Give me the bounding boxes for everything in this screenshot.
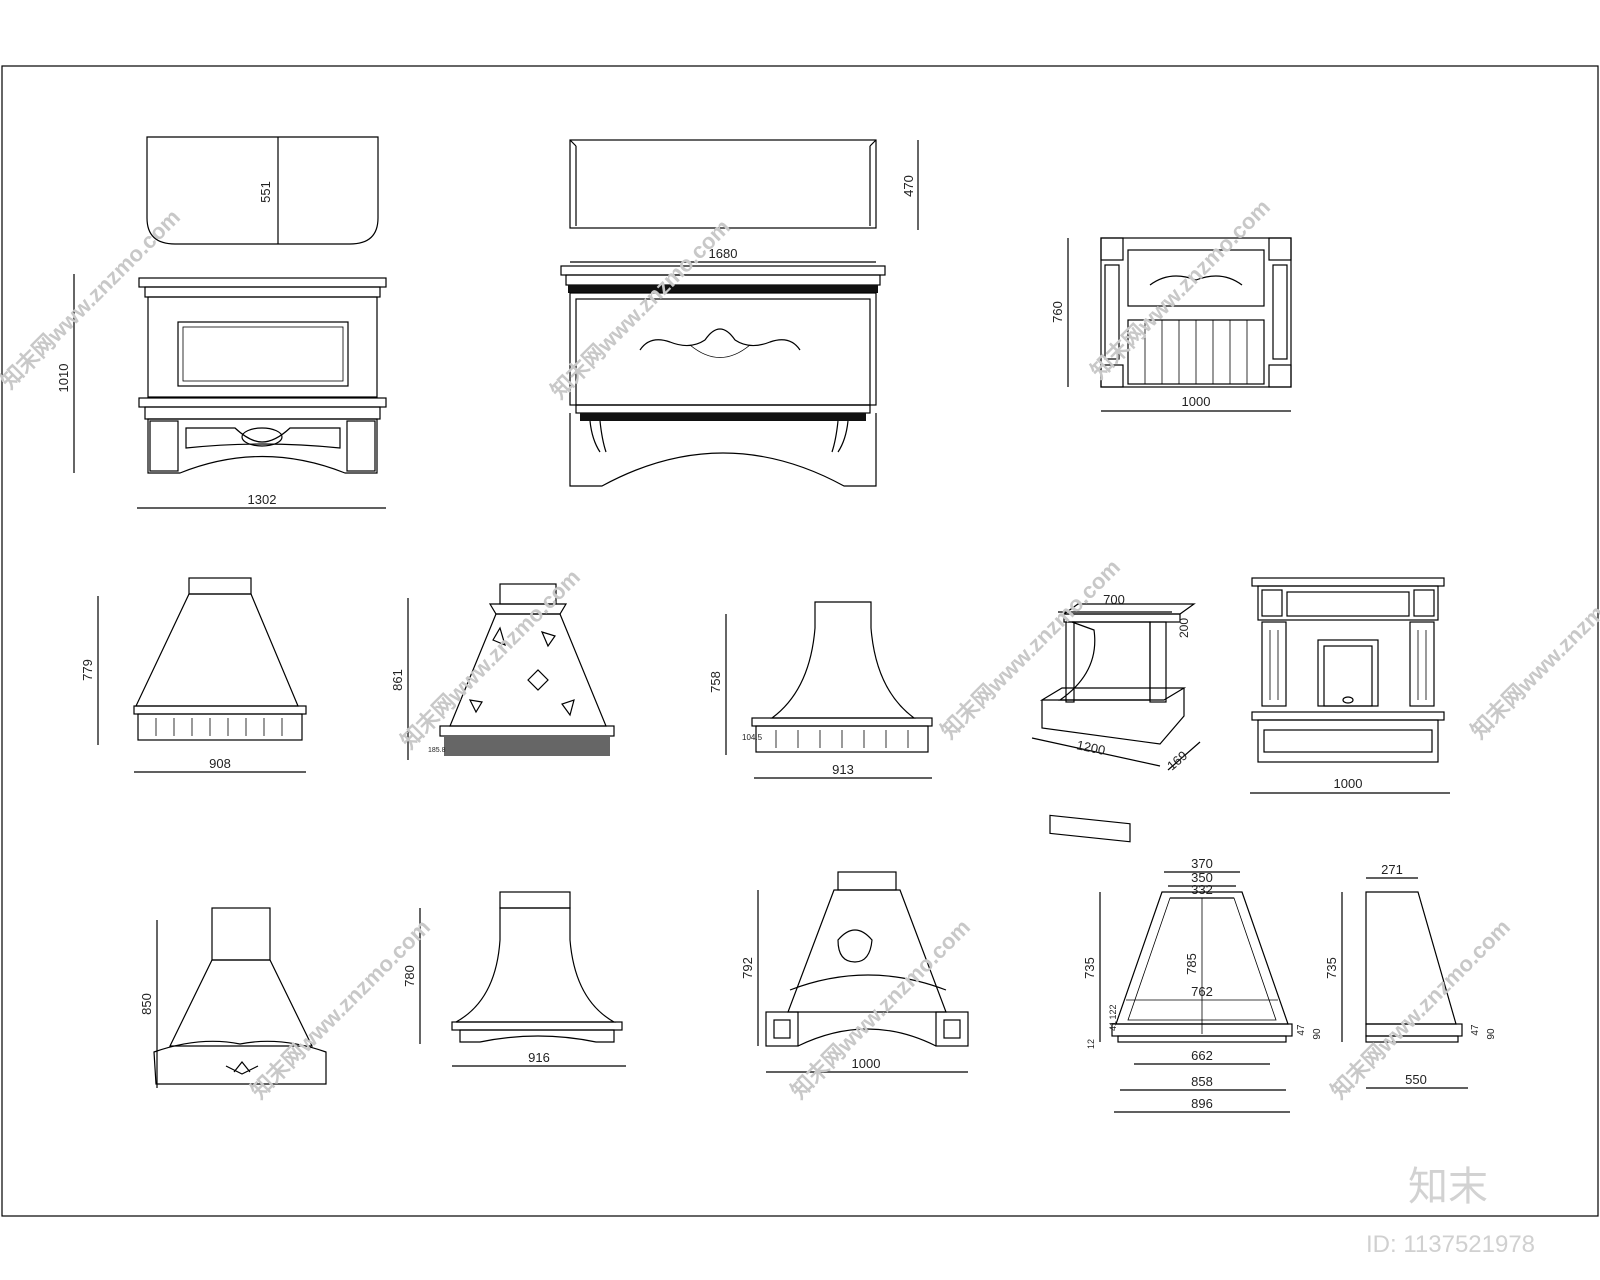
sheet-border — [1, 65, 1599, 1217]
brand-logo: 知末 — [1408, 1165, 1488, 1209]
dim-r1-height: 1010 — [56, 364, 71, 393]
dim-r2d-side: 200 — [1177, 618, 1191, 638]
hood-2-elevation — [560, 265, 886, 487]
dim-r2c-width: 913 — [832, 762, 854, 777]
dim-r3b-height: 780 — [402, 965, 417, 987]
dim-r3d-small1: 122 — [1108, 1004, 1118, 1019]
dim-r1-width: 1302 — [248, 492, 277, 507]
dim-r2b-small: 185.8 — [428, 747, 446, 754]
dim-r2c-height: 758 — [708, 671, 723, 693]
dim-r3d-top1: 370 — [1191, 856, 1213, 871]
watermark: 知末网www.znzmo.com — [1466, 554, 1600, 743]
dim-r2d-width: 1200 — [1075, 737, 1106, 758]
dim-r3d-small2: 41 — [1108, 1021, 1118, 1031]
hood-8-elevation: 1000 — [1250, 577, 1450, 794]
dim-r3d-r2: 90 — [1312, 1028, 1323, 1040]
dim-r1b-plan-depth: 470 — [901, 175, 916, 197]
dim-r3d-inner-h: 785 — [1184, 953, 1199, 975]
dim-r3d-small3: 12 — [1086, 1039, 1096, 1049]
dim-r3e-height: 735 — [1324, 957, 1339, 979]
hood-2-plan: 470 1680 — [569, 139, 919, 263]
hood-4-elevation: 779 908 — [80, 577, 307, 773]
dim-r2a-width: 908 — [209, 756, 231, 771]
dim-r3d-top2: 350 — [1191, 870, 1213, 885]
watermark: 知末网www.znzmo.com — [1086, 194, 1275, 383]
dim-r3c-height: 792 — [740, 957, 755, 979]
dim-r3d-b3: 896 — [1191, 1096, 1213, 1111]
dim-r1b-width: 1680 — [709, 246, 738, 261]
dim-r3c-width: 1000 — [852, 1056, 881, 1071]
dim-r3b-width: 916 — [528, 1050, 550, 1065]
dim-r1-plan-depth: 551 — [258, 181, 273, 203]
dim-r2c-small: 104.5 — [742, 733, 763, 742]
watermarks: 知末网www.znzmo.com 知末网www.znzmo.com 知末网www… — [0, 194, 1600, 1103]
dim-r3d-height: 735 — [1082, 957, 1097, 979]
dim-r3e-width: 550 — [1405, 1072, 1427, 1087]
hood-3-elevation: 760 1000 — [1050, 237, 1292, 412]
hood-9-elevation: 850 — [139, 907, 327, 1088]
dim-r1c-width: 1000 — [1182, 394, 1211, 409]
dim-r3d-mid: 762 — [1191, 984, 1213, 999]
watermark: 知末网www.znzmo.com — [396, 564, 585, 753]
watermark: 知末网www.znzmo.com — [936, 554, 1125, 743]
dim-r2a-height: 779 — [80, 659, 95, 681]
dim-r2e-width: 1000 — [1334, 776, 1363, 791]
dim-r2d-top: 700 — [1103, 592, 1125, 607]
dim-r3d-b2: 858 — [1191, 1074, 1213, 1089]
watermark: 知末网www.znzmo.com — [546, 214, 735, 403]
dim-r3d-r1: 47 — [1296, 1024, 1307, 1036]
hood-13-side: 271 735 47 90 550 — [1324, 862, 1497, 1089]
dim-r3e-top: 271 — [1381, 862, 1403, 877]
watermark: 知末网www.znzmo.com — [246, 914, 435, 1103]
dim-r1c-height: 760 — [1050, 301, 1065, 323]
hood-10-elevation: 780 916 — [402, 891, 626, 1067]
hood-11-elevation: 792 1000 — [740, 871, 969, 1073]
dim-r2b-height: 861 — [390, 669, 405, 691]
dim-r3d-top3: 332 — [1191, 882, 1213, 897]
watermark: 知末网www.znzmo.com — [0, 204, 185, 393]
hood-12-elevation: 370 350 332 762 785 735 122 41 12 47 90 … — [1082, 856, 1323, 1113]
hood-1-elevation: 1010 1302 — [56, 274, 387, 509]
dim-r3a-height: 850 — [139, 993, 154, 1015]
dim-r3e-r1: 47 — [1470, 1024, 1481, 1036]
hood-5-elevation: 861 185.8 — [390, 583, 615, 760]
hood-1-plan: 551 — [146, 136, 379, 245]
image-id: ID: 1137521978 — [1366, 1231, 1535, 1258]
dim-r3d-b1: 662 — [1191, 1048, 1213, 1063]
hood-6-elevation: 758 104.5 913 — [708, 601, 933, 779]
dim-r3e-r2: 90 — [1486, 1028, 1497, 1040]
